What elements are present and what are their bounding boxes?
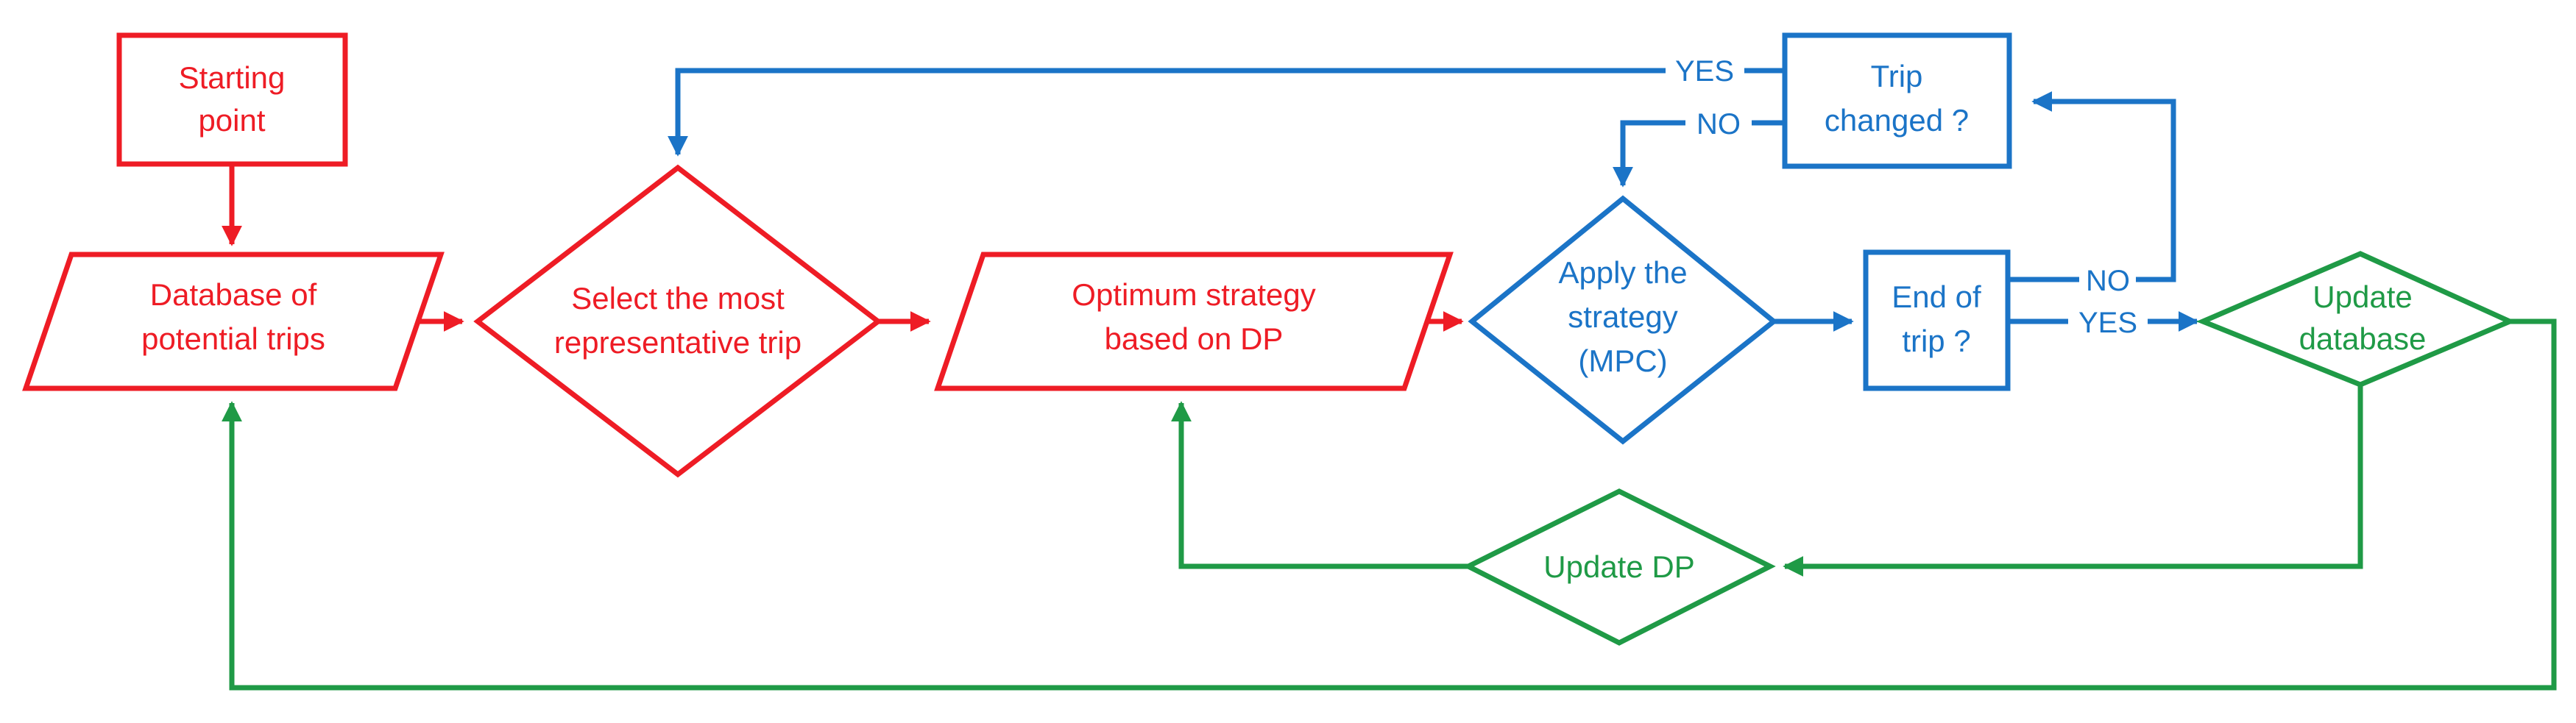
update-database-diamond [2195, 251, 2516, 388]
apply-line3: (MPC) [1578, 343, 1667, 378]
optimum-line1: Optimum strategy [1072, 277, 1315, 312]
database-line1: Database of [150, 277, 317, 312]
arrow-updatedb-to-database [222, 318, 2557, 691]
arrow-updatedp-to-optimum [1171, 401, 1468, 569]
end-trip-line2: trip ? [1902, 324, 1970, 358]
starting-point-line1: Starting [179, 60, 286, 95]
trip-changed-line2: changed ? [1825, 103, 1969, 138]
update-db-line1: Update [2313, 279, 2412, 314]
end-trip-line1: End of [1892, 279, 1981, 314]
edge-label-yes-right: YES [2078, 307, 2137, 339]
arrow-endtrip-no-to-tripchanged [2008, 101, 2176, 282]
optimum-line2: based on DP [1105, 321, 1284, 356]
arrow-tripchanged-no-to-apply [1623, 120, 1785, 185]
optimum-strategy-parallelogram [934, 252, 1454, 391]
starting-point-line2: point [198, 103, 265, 138]
trip-changed-box [1782, 32, 2012, 169]
edge-label-yes-top: YES [1675, 55, 1734, 88]
apply-line2: strategy [1568, 299, 1677, 334]
apply-line1: Apply the [1558, 255, 1687, 290]
update-db-line2: database [2299, 321, 2427, 356]
trip-changed-line1: Trip [1871, 59, 1923, 93]
select-line1: Select the most [571, 281, 785, 316]
database-line2: potential trips [141, 321, 325, 356]
edge-label-no-top: NO [1696, 108, 1741, 140]
database-parallelogram [22, 252, 445, 391]
update-dp-label: Update DP [1543, 549, 1694, 584]
apply-strategy-diamond [1468, 195, 1778, 445]
select-trip-diamond [473, 164, 882, 478]
arrow-tripchanged-yes-to-select [678, 68, 1785, 154]
update-dp-diamond [1462, 488, 1776, 646]
edge-label-no-right: NO [2086, 265, 2130, 297]
select-line2: representative trip [554, 325, 802, 360]
starting-point-box [116, 32, 348, 167]
arrow-updatedb-to-updatedp [1783, 385, 2363, 577]
end-of-trip-box [1863, 249, 2011, 391]
